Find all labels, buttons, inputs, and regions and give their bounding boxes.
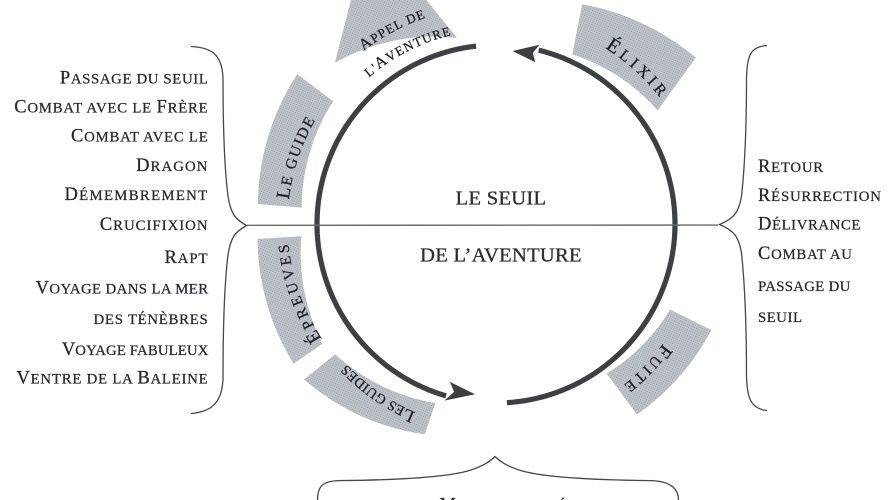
svg-text:LE SEUIL: LE SEUIL (456, 188, 547, 210)
svg-text:RETOUR: RETOUR (758, 157, 824, 177)
svg-text:RAPT: RAPT (165, 248, 209, 268)
svg-text:DÉMEMBREMENT: DÉMEMBREMENT (65, 185, 209, 205)
svg-text:« MARIAGE SACRÉ »: « MARIAGE SACRÉ » (425, 496, 579, 500)
svg-text:VENTRE DE LA BALEINE: VENTRE DE LA BALEINE (16, 368, 208, 388)
svg-text:DE L’AVENTURE: DE L’AVENTURE (420, 245, 582, 267)
svg-text:CRUCIFIXION: CRUCIFIXION (100, 215, 209, 235)
svg-text:PASSAGE DU SEUIL: PASSAGE DU SEUIL (60, 69, 209, 89)
svg-text:DES TÉNÈBRES: DES TÉNÈBRES (94, 311, 209, 328)
svg-text:COMBAT AVEC LE FRÈRE: COMBAT AVEC LE FRÈRE (14, 97, 208, 117)
svg-text:VOYAGE FABULEUX: VOYAGE FABULEUX (62, 340, 209, 360)
svg-text:COMBAT AVEC LE: COMBAT AVEC LE (71, 127, 209, 147)
svg-text:DÉLIVRANCE: DÉLIVRANCE (758, 215, 861, 235)
svg-text:COMBAT AU: COMBAT AU (758, 244, 853, 264)
svg-text:PASSAGE DU: PASSAGE DU (758, 279, 851, 295)
svg-text:VOYAGE DANS LA MER: VOYAGE DANS LA MER (36, 279, 209, 299)
svg-text:RÉSURRECTION: RÉSURRECTION (758, 186, 882, 206)
svg-text:SEUIL: SEUIL (758, 310, 803, 326)
svg-text:DRAGON: DRAGON (136, 156, 208, 176)
